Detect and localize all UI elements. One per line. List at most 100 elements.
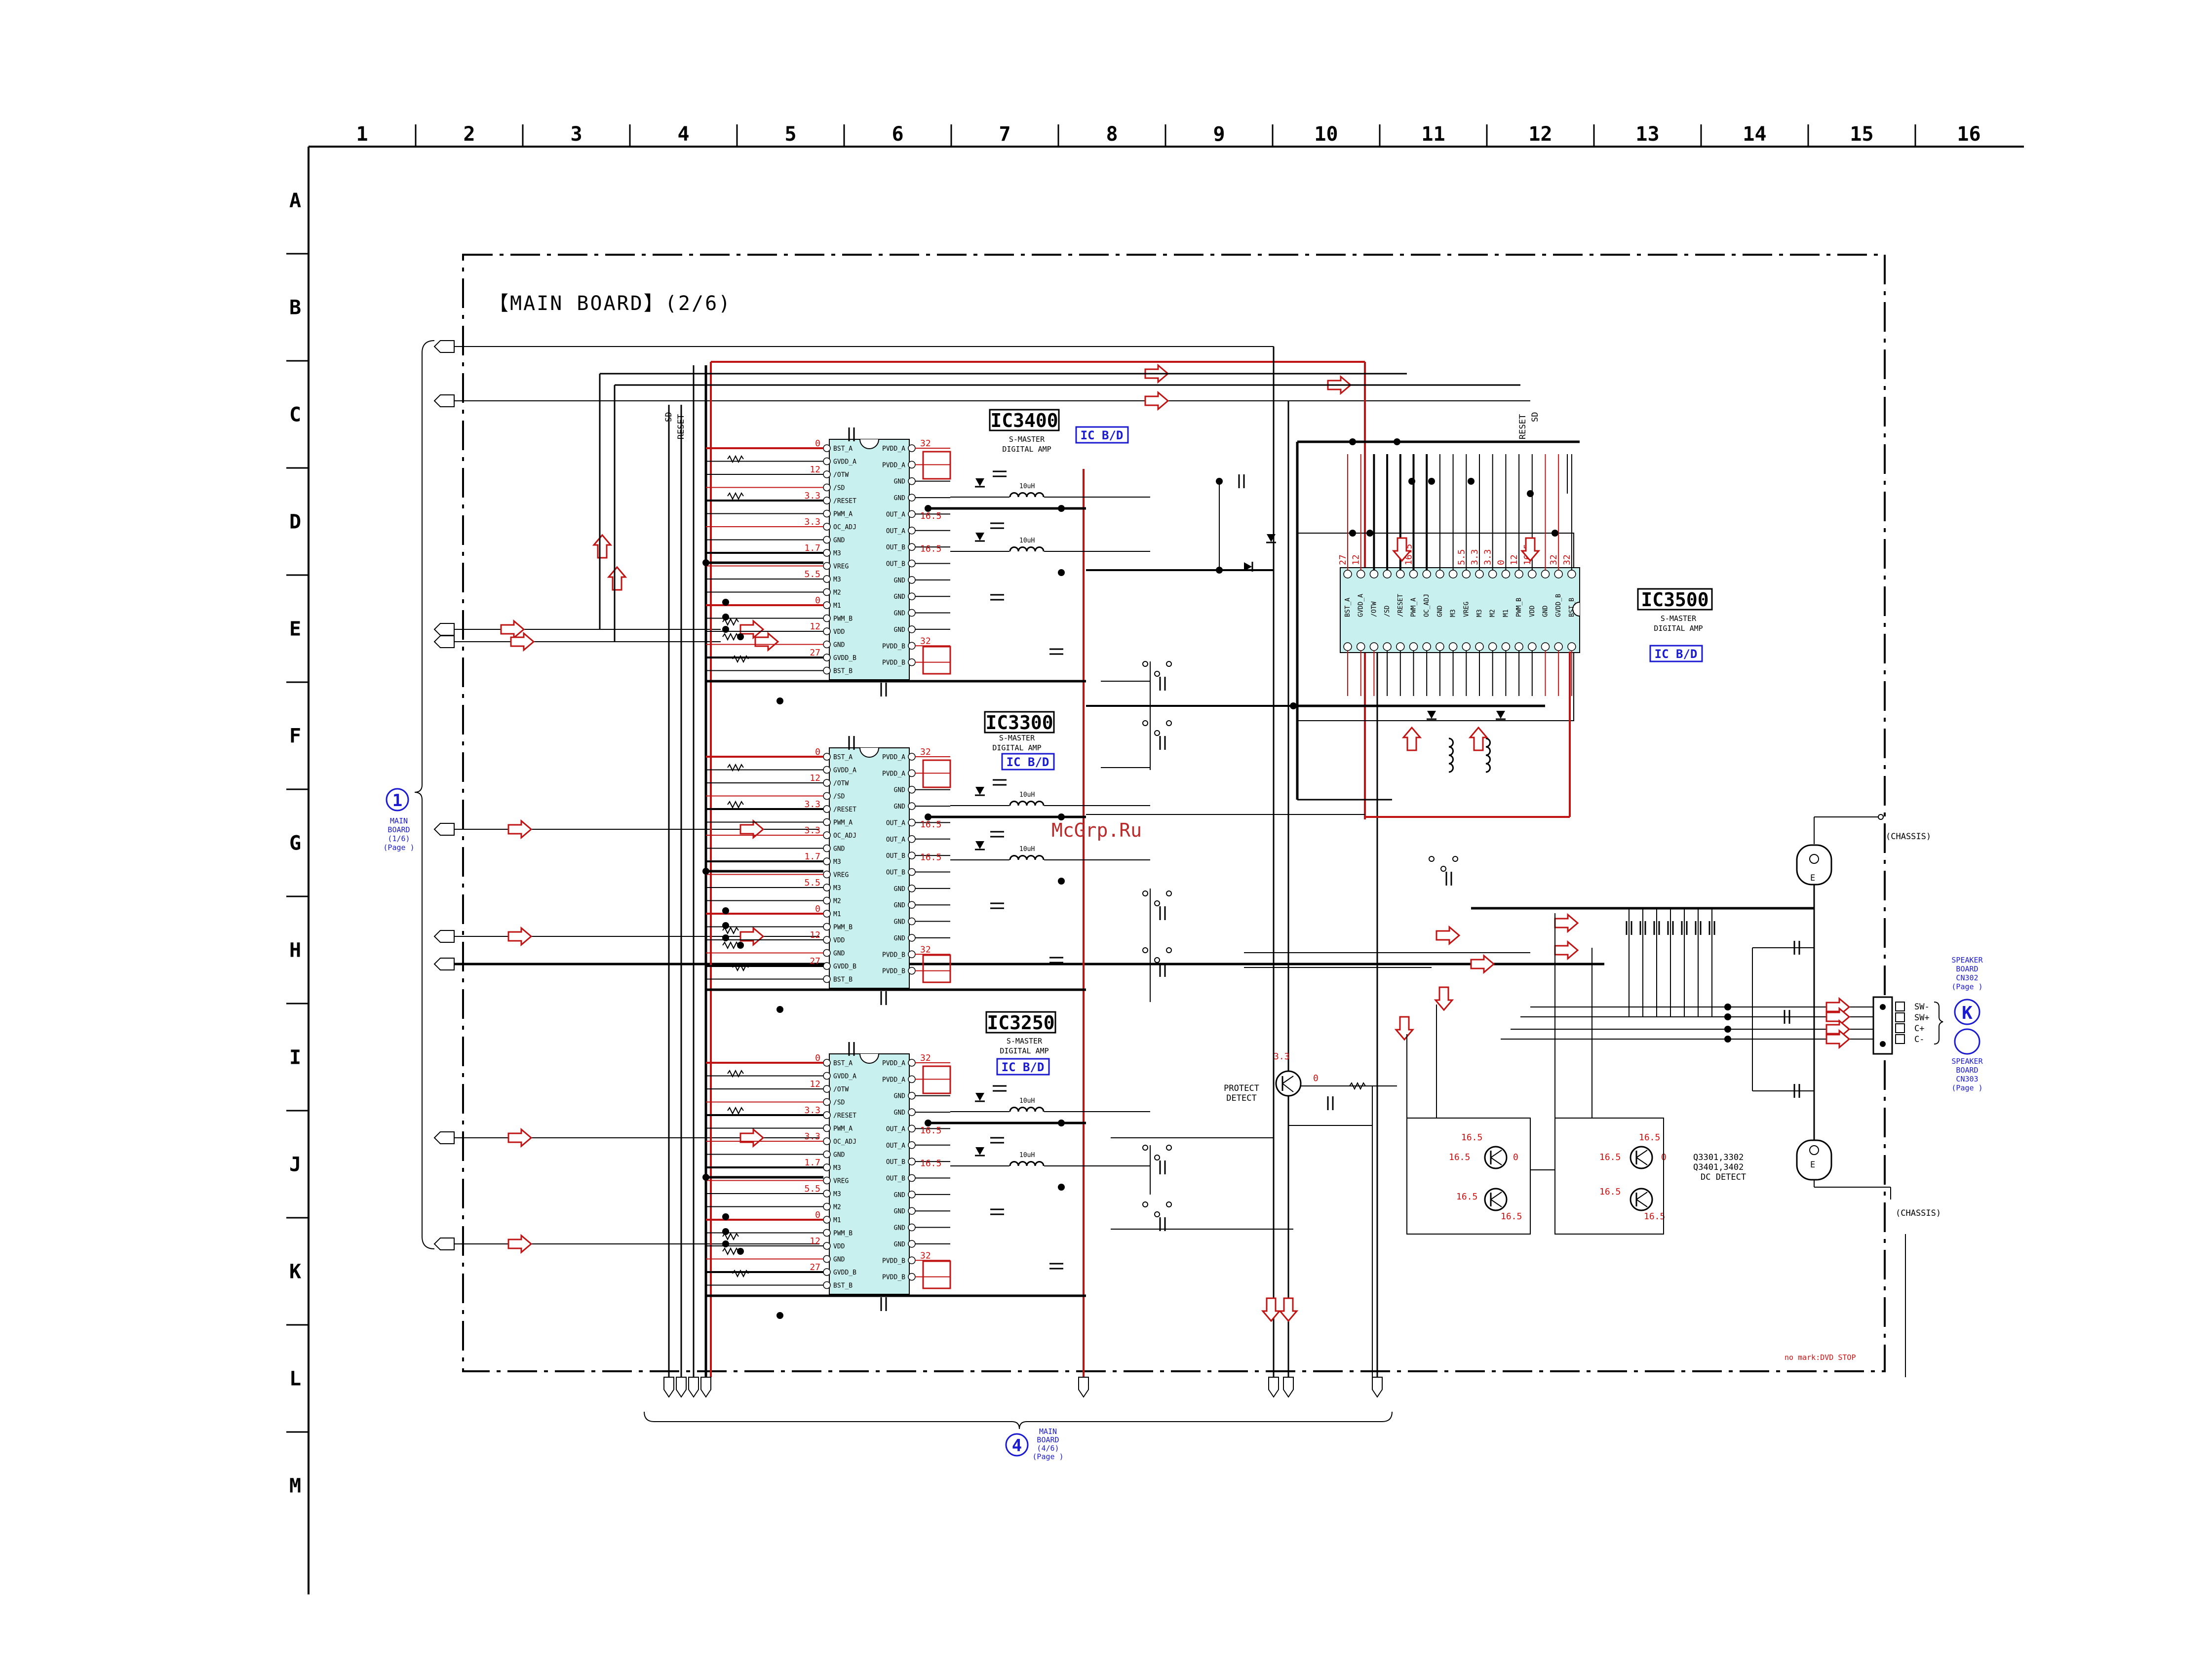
pin-label-left: /SD bbox=[833, 485, 845, 492]
output-filter-bank bbox=[1471, 907, 1876, 1099]
test-point bbox=[1154, 1155, 1160, 1160]
pin-circle-bottom bbox=[1409, 642, 1418, 651]
test-point bbox=[1154, 1211, 1160, 1217]
junction-dot bbox=[722, 1213, 729, 1220]
pin-label-right: OUT_A bbox=[886, 819, 905, 827]
voltage-right: 32 bbox=[920, 438, 931, 449]
resistor bbox=[727, 1107, 744, 1114]
pin-circle-bottom bbox=[1488, 642, 1497, 651]
pin-label-left: GND bbox=[833, 537, 845, 544]
inductor-label: 10uH bbox=[1019, 1152, 1035, 1159]
inductor-label: 10uH bbox=[1019, 791, 1035, 799]
junction-dot bbox=[722, 626, 729, 633]
pin-label-left: PWM_B bbox=[833, 1230, 853, 1238]
ic3500-pin-label: M2 bbox=[1489, 609, 1497, 617]
svg-text:IC3500: IC3500 bbox=[1641, 589, 1708, 611]
main-board-1-connector[interactable]: 1 MAIN BOARD (1/6) (Page ) bbox=[383, 788, 415, 852]
pin-circle bbox=[908, 1174, 916, 1182]
test-point bbox=[1154, 730, 1160, 736]
terminal-cap bbox=[1159, 1160, 1166, 1175]
speaker-connector[interactable]: SW- SW+ C+ C- bbox=[1872, 996, 1943, 1055]
pin-circle bbox=[823, 1176, 831, 1185]
main-board-4-connector[interactable]: 4 MAIN BOARD (4/6) (Page ) bbox=[1005, 1427, 1064, 1461]
pin-label-left: GND bbox=[833, 1152, 845, 1159]
pin-circle bbox=[823, 1202, 831, 1211]
voltage-left: 3.3 bbox=[804, 1105, 820, 1116]
pin-circle-top bbox=[1369, 570, 1379, 579]
pin-label-left: M3 bbox=[833, 885, 841, 892]
pin-circle-top bbox=[1514, 570, 1523, 579]
speaker-board-k[interactable]: K SPEAKER BOARD CN302 (Page ) bbox=[1951, 956, 1983, 1025]
pin-label-left: GVDD_B bbox=[833, 963, 856, 970]
test-point bbox=[1166, 661, 1172, 667]
test-point bbox=[1166, 720, 1172, 726]
pin-circle-top bbox=[1448, 570, 1458, 579]
ic3500-pin-label: M3 bbox=[1476, 609, 1483, 617]
output-cap bbox=[1048, 1263, 1064, 1270]
voltage-left: 3.3 bbox=[804, 825, 820, 836]
pin-label-left: VDD bbox=[833, 1243, 845, 1250]
inductor bbox=[1009, 492, 1045, 498]
pin-label-right: GND bbox=[894, 1208, 906, 1215]
ic-notch bbox=[859, 439, 879, 449]
pin-circle bbox=[823, 483, 831, 492]
junction-dot bbox=[1724, 1026, 1731, 1033]
pin-label-left: M3 bbox=[833, 576, 841, 583]
pin-label-left: M1 bbox=[833, 1217, 841, 1224]
svg-text:DETECT: DETECT bbox=[1226, 1093, 1256, 1103]
column-label-10: 10 bbox=[1314, 123, 1338, 146]
junction-dot bbox=[1058, 569, 1065, 576]
junction-dot bbox=[722, 1228, 729, 1235]
transistor-lead bbox=[1636, 1192, 1648, 1200]
pin-label-left: M3 bbox=[833, 1191, 841, 1198]
diode bbox=[974, 532, 986, 542]
svg-text:1: 1 bbox=[392, 791, 402, 811]
pin-label-left: /OTW bbox=[833, 471, 849, 479]
junction-dot bbox=[925, 505, 931, 512]
pin-label-left: /RESET bbox=[833, 806, 856, 813]
pin-circle bbox=[908, 818, 916, 827]
resistor bbox=[722, 942, 739, 949]
pin-circle-bottom bbox=[1501, 642, 1511, 651]
pin-circle bbox=[908, 1273, 916, 1281]
output-cap bbox=[1048, 648, 1064, 655]
voltage-left: 0 bbox=[815, 1053, 820, 1063]
ic-body bbox=[829, 1053, 910, 1295]
test-point bbox=[1166, 890, 1172, 896]
test-point bbox=[1154, 671, 1160, 677]
svg-text:(CHASSIS): (CHASSIS) bbox=[1886, 832, 1931, 842]
output-cap bbox=[989, 831, 1005, 838]
pin-label-right: GND bbox=[894, 935, 906, 942]
svg-text:DIGITAL AMP: DIGITAL AMP bbox=[1002, 445, 1051, 454]
voltage-left: 1.7 bbox=[804, 1158, 820, 1168]
inductor-label: 10uH bbox=[1019, 483, 1035, 490]
row-label-F: F bbox=[289, 725, 301, 748]
pin-circle bbox=[823, 1124, 831, 1132]
pin-circle-top bbox=[1409, 570, 1418, 579]
amp-block-3: BST_AGVDD_A/OTW/SD/RESETPWM_AOC_ADJGNDM3… bbox=[702, 1041, 1150, 1319]
pin-circle bbox=[823, 549, 831, 557]
supply-loop bbox=[922, 1065, 951, 1094]
junction-dot bbox=[722, 907, 729, 914]
pin-label-left: GVDD_B bbox=[833, 1269, 856, 1276]
transistor-lead bbox=[1636, 1199, 1648, 1207]
pin-circle bbox=[823, 753, 831, 761]
output-cap bbox=[1048, 957, 1064, 964]
speaker-board-cn303[interactable]: SPEAKER BOARD CN303 (Page ) bbox=[1951, 1028, 1983, 1092]
dc-transistor bbox=[1630, 1146, 1653, 1169]
ic3500-voltage: 0 bbox=[1496, 560, 1506, 565]
pin-label-right: PVDD_B bbox=[882, 951, 905, 959]
junction-dot bbox=[776, 697, 783, 704]
row-label-G: G bbox=[289, 832, 301, 855]
pin-circle bbox=[823, 601, 831, 609]
ic3500-voltage: 32 bbox=[1549, 554, 1559, 565]
svg-text:S-MASTER: S-MASTER bbox=[1007, 1037, 1043, 1045]
voltage-right: 32 bbox=[920, 944, 931, 955]
pin-label-left: PWM_A bbox=[833, 511, 853, 518]
diode bbox=[974, 1146, 986, 1157]
pin-circle bbox=[823, 444, 831, 452]
output-cap bbox=[992, 779, 1008, 786]
pin-circle bbox=[823, 1072, 831, 1080]
svg-text:S-MASTER: S-MASTER bbox=[1009, 435, 1045, 444]
